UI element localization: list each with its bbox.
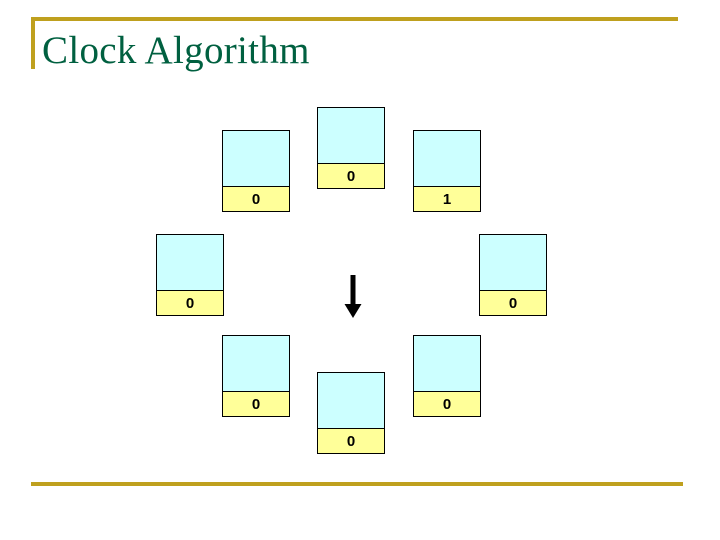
reference-bit: 1: [414, 186, 480, 211]
clock-hand-arrow-icon: [344, 275, 362, 318]
page-frame-body: [318, 373, 384, 428]
reference-bit: 0: [157, 290, 223, 315]
page-frame-top-right[interactable]: 1: [413, 130, 481, 212]
page-frame-body: [223, 336, 289, 391]
page-frame-body: [157, 235, 223, 290]
reference-bit: 0: [414, 391, 480, 416]
page-title: Clock Algorithm: [42, 29, 310, 72]
page-frame-bottom-right[interactable]: 0: [413, 335, 481, 417]
reference-bit: 0: [318, 163, 384, 188]
reference-bit: 0: [223, 391, 289, 416]
page-frame-bottom[interactable]: 0: [317, 372, 385, 454]
footer-rule: [31, 482, 683, 486]
title-rule-top: [31, 17, 678, 21]
page-frame-body: [414, 336, 480, 391]
reference-bit: 0: [480, 290, 546, 315]
page-frame-right[interactable]: 0: [479, 234, 547, 316]
page-frame-body: [480, 235, 546, 290]
page-frame-body: [318, 108, 384, 163]
page-frame-body: [414, 131, 480, 186]
reference-bit: 0: [223, 186, 289, 211]
page-frame-left[interactable]: 0: [156, 234, 224, 316]
reference-bit: 0: [318, 428, 384, 453]
page-frame-top-left[interactable]: 0: [222, 130, 290, 212]
page-frame-top[interactable]: 0: [317, 107, 385, 189]
page-frame-body: [223, 131, 289, 186]
page-frame-bottom-left[interactable]: 0: [222, 335, 290, 417]
title-rule-left: [31, 17, 35, 69]
